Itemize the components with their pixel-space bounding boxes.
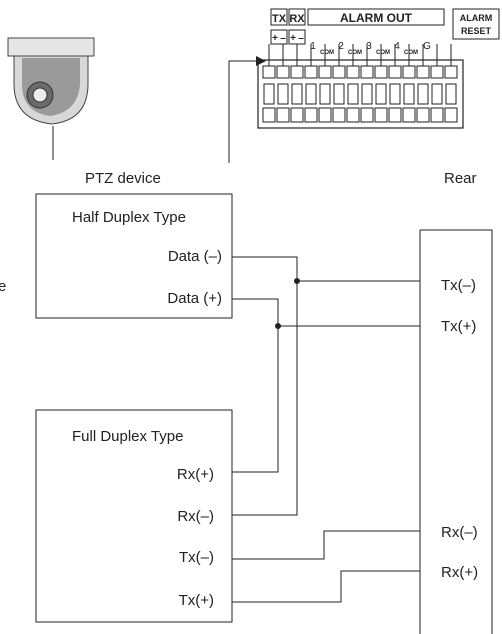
pin-label-9: 3 — [366, 41, 372, 52]
terminal-pin — [262, 44, 276, 123]
full-duplex-box — [35, 409, 233, 623]
terminal-pin — [388, 44, 402, 123]
pin-label-13: G — [423, 41, 431, 52]
full-duplex-title: Full Duplex Type — [72, 428, 183, 445]
terminal-tx-label: TX — [272, 13, 287, 25]
half-duplex-box — [35, 193, 233, 319]
junction-dot-tx-minus — [294, 278, 300, 284]
pin-label-4: – — [298, 33, 304, 44]
full-rx-minus-label: Rx(–) — [177, 508, 214, 525]
terminal-pin — [444, 44, 458, 123]
terminal-pins — [262, 44, 458, 123]
full-rx-plus-label: Rx(+) — [177, 466, 214, 483]
ptz-dome-camera-icon — [7, 37, 95, 125]
rear-rx-plus-label: Rx(+) — [441, 564, 478, 581]
half-duplex-title: Half Duplex Type — [72, 209, 186, 226]
terminal-reset-label: RESET — [461, 26, 492, 36]
terminal-pin — [416, 44, 430, 123]
half-data-minus-label: Data (–) — [168, 248, 222, 265]
rear-rx-minus-label: Rx(–) — [441, 524, 478, 541]
full-tx-minus-label: Tx(–) — [179, 549, 214, 566]
rear-tx-minus-label: Tx(–) — [441, 277, 476, 294]
connection-arrow-line — [228, 60, 256, 163]
pin-label-3: + — [290, 33, 296, 44]
half-data-plus-label: Data (+) — [167, 290, 222, 307]
wire-data-plus — [232, 298, 279, 473]
terminal-pin — [430, 44, 444, 123]
terminal-alarm-out-label: ALARM OUT — [340, 11, 413, 25]
terminal-pin — [332, 44, 346, 123]
rear-panel-box — [419, 229, 493, 634]
edge-fragment-text: e — [0, 278, 6, 295]
pin-label-11: 4 — [394, 41, 400, 52]
terminal-pin — [374, 44, 388, 123]
terminal-pin — [290, 44, 304, 123]
pin-label-6: COM — [320, 50, 334, 56]
terminal-rx-label: RX — [289, 13, 305, 25]
pin-label-1: + — [272, 33, 278, 44]
terminal-pin — [318, 44, 332, 123]
pin-label-10: COM — [376, 50, 390, 56]
terminal-pin — [346, 44, 360, 123]
pin-label-5: 1 — [310, 41, 316, 52]
terminal-alarm-label: ALARM — [460, 13, 493, 23]
wire-data-minus — [232, 256, 298, 516]
wire-full-tx-plus — [232, 570, 420, 603]
terminal-block: TX RX ALARM OUT ALARM RESET + – + – 1 CO… — [257, 8, 500, 129]
junction-dot-tx-plus — [275, 323, 281, 329]
pin-label-8: COM — [348, 50, 362, 56]
rear-tx-plus-label: Tx(+) — [441, 318, 476, 335]
terminal-pin — [304, 44, 318, 123]
ptz-device-label: PTZ device — [85, 170, 161, 187]
pin-label-7: 2 — [338, 41, 344, 52]
rear-label: Rear — [444, 170, 477, 187]
terminal-pin — [402, 44, 416, 123]
full-tx-plus-label: Tx(+) — [179, 592, 214, 609]
arrow-right-icon — [256, 56, 266, 66]
pin-label-2: – — [280, 33, 286, 44]
pin-label-12: COM — [404, 50, 418, 56]
terminal-pin — [276, 44, 290, 123]
terminal-pin — [360, 44, 374, 123]
wire-full-tx-minus — [232, 530, 420, 560]
